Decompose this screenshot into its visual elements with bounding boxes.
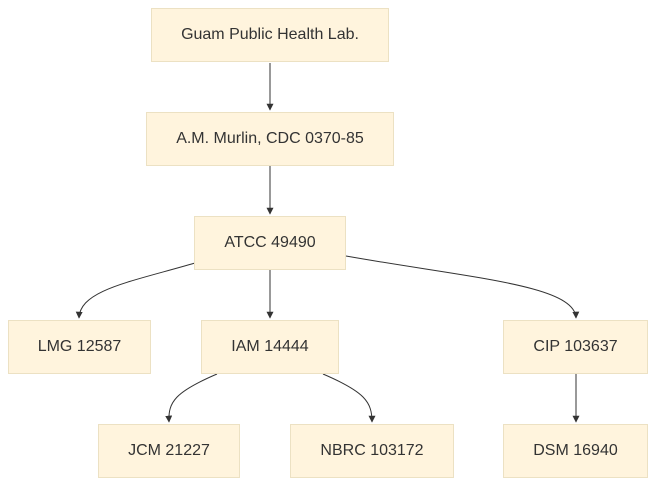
- edge-iam-to-jcm: [165, 373, 218, 423]
- node-label: IAM 14444: [231, 338, 309, 355]
- node-cip-103637: CIP 103637: [503, 320, 648, 374]
- node-am-murlin-cdc: A.M. Murlin, CDC 0370-85: [146, 112, 394, 166]
- node-label: ATCC 49490: [224, 234, 316, 251]
- node-lmg-12587: LMG 12587: [8, 320, 151, 374]
- node-guam-public-health-lab: Guam Public Health Lab.: [151, 8, 389, 62]
- node-label: Guam Public Health Lab.: [181, 26, 359, 43]
- node-label: JCM 21227: [128, 442, 210, 459]
- edge-iam-to-nbrc: [322, 373, 376, 423]
- node-label: LMG 12587: [37, 338, 122, 355]
- node-iam-14444: IAM 14444: [201, 320, 339, 374]
- edge-atcc-to-lmg: [75, 262, 196, 319]
- node-atcc-49490: ATCC 49490: [194, 216, 346, 270]
- node-label: CIP 103637: [533, 338, 618, 355]
- node-label: NBRC 103172: [320, 442, 424, 459]
- node-label: A.M. Murlin, CDC 0370-85: [176, 130, 364, 147]
- edge-atcc-to-cip: [345, 255, 580, 319]
- node-jcm-21227: JCM 21227: [98, 424, 240, 478]
- node-dsm-16940: DSM 16940: [503, 424, 648, 478]
- node-label: DSM 16940: [533, 442, 618, 459]
- node-nbrc-103172: NBRC 103172: [290, 424, 454, 478]
